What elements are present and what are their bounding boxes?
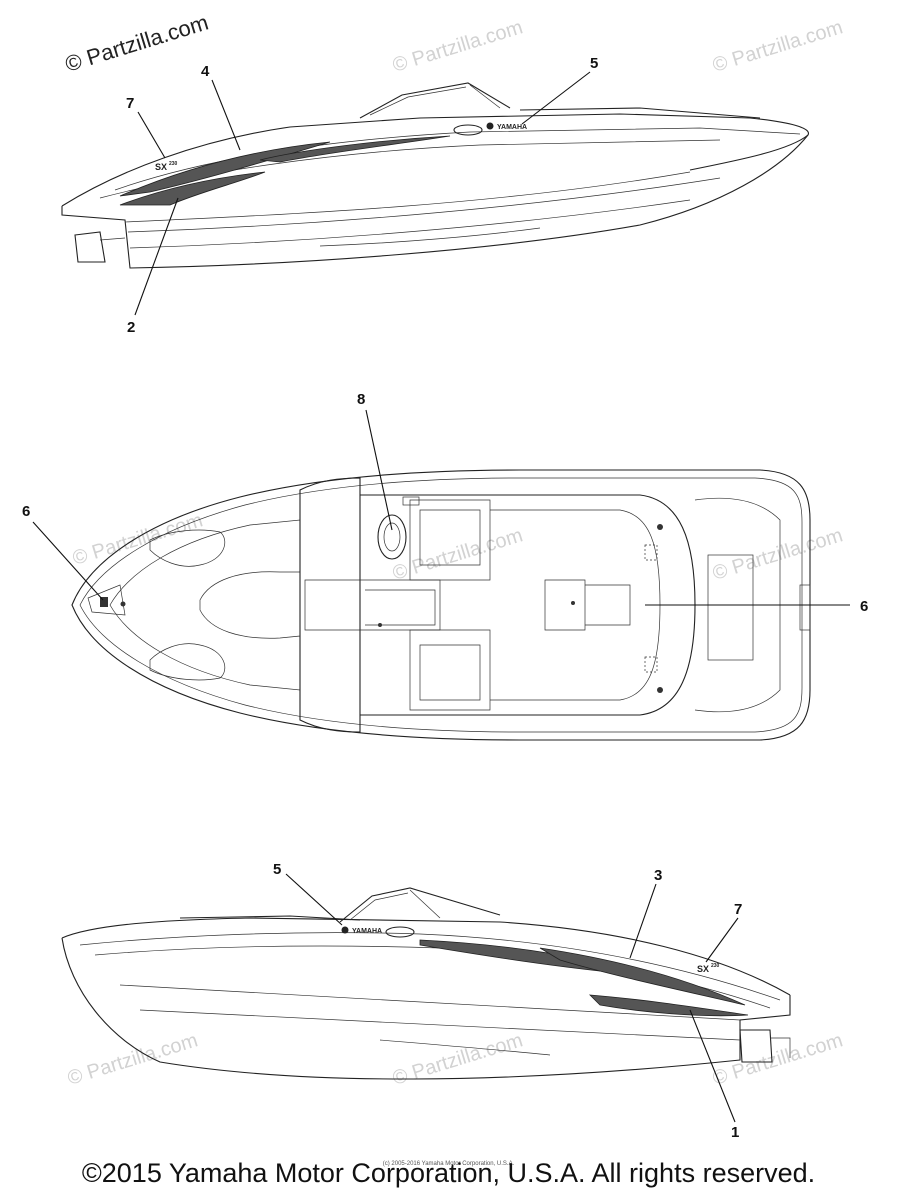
watermark: © Partzilla.com	[70, 509, 205, 569]
yamaha-decal-label: YAMAHA	[497, 124, 527, 131]
boat-deck-view	[71, 469, 811, 741]
svg-text:230: 230	[169, 161, 178, 167]
watermark: © Partzilla.com	[710, 1029, 845, 1089]
decal-stripe-4	[119, 141, 331, 197]
callout-6: 6	[22, 503, 30, 520]
yamaha-decal-label: YAMAHA	[352, 928, 382, 935]
boat-side-view-starboard: YAMAHA SX 230	[61, 82, 809, 269]
watermark: © Partzilla.com	[65, 1029, 200, 1089]
sx-badge: SX	[155, 162, 167, 172]
callout-5: 5	[590, 55, 598, 72]
callout-1: 1	[731, 1124, 739, 1141]
decal-stripe-1	[588, 994, 749, 1017]
callout-7: 7	[126, 95, 134, 112]
small-print: (c) 2005-2016 Yamaha Motor Corporation, …	[382, 1161, 515, 1167]
watermark: © Partzilla.com	[710, 16, 845, 76]
watermark-top-left: © Partzilla.com	[62, 10, 211, 77]
boat-side-view-port: YAMAHA SX 230	[61, 887, 791, 1080]
copyright-notice: ©2015 Yamaha Motor Corporation, U.S.A. A…	[81, 1158, 816, 1188]
watermark: © Partzilla.com	[390, 1029, 525, 1089]
decal-stripe-2	[119, 171, 266, 206]
callout-7: 7	[734, 901, 742, 918]
callout-3: 3	[654, 867, 662, 884]
decal-stripe-3	[539, 947, 746, 1006]
svg-text:230: 230	[711, 963, 720, 969]
callout-4: 4	[201, 63, 210, 80]
callout-5: 5	[273, 861, 281, 878]
callout-6: 6	[860, 598, 868, 615]
watermark: © Partzilla.com	[390, 16, 525, 76]
watermark: © Partzilla.com	[710, 524, 845, 584]
callout-2: 2	[127, 319, 135, 336]
callout-8: 8	[357, 391, 365, 408]
sx-badge: SX	[697, 964, 709, 974]
